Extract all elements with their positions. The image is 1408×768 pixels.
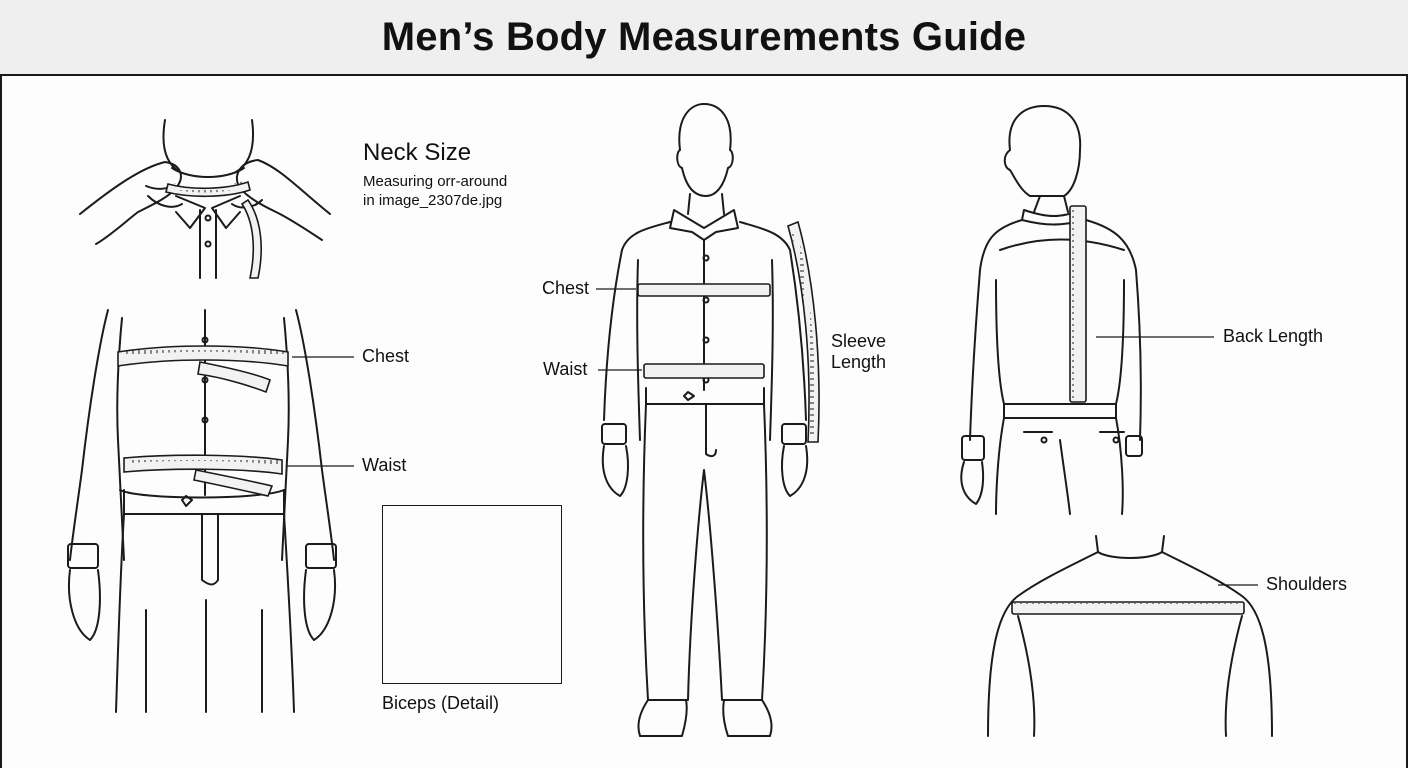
neck-size-caption: Measuring orr-around in image_2307de.jpg (363, 172, 507, 210)
front-left-waist-label: Waist (362, 455, 407, 475)
torso-front-illustration (67, 309, 354, 713)
back-length-label: Back Length (1223, 326, 1324, 346)
shoulders-label: Shoulders (1266, 574, 1348, 594)
full-body-front-illustration (596, 103, 820, 737)
sleeve-length-label: Sleeve Length (831, 331, 886, 373)
page-title: Men’s Body Measurements Guide (381, 14, 1027, 59)
back-view-illustration (960, 105, 1214, 515)
neck-size-title: Neck Size (363, 139, 472, 166)
shoulders-illustration (987, 535, 1273, 737)
title-bar: Men’s Body Measurements Guide (0, 0, 1408, 76)
sleeve-label-line-1: Sleeve (831, 331, 887, 351)
neck-measure-illustration (79, 119, 331, 279)
neck-caption-line-2: in image_2307de.jpg (363, 192, 503, 209)
center-chest-label: Chest (542, 278, 590, 298)
biceps-detail-box (382, 505, 562, 684)
diagram-frame (0, 76, 1408, 768)
front-left-chest-label: Chest (362, 346, 410, 366)
sleeve-label-line-2: Length (831, 352, 887, 372)
biceps-label: Biceps (Detail) (382, 693, 500, 713)
center-waist-label: Waist (543, 359, 588, 379)
neck-caption-line-1: Measuring orr-around (363, 173, 508, 190)
